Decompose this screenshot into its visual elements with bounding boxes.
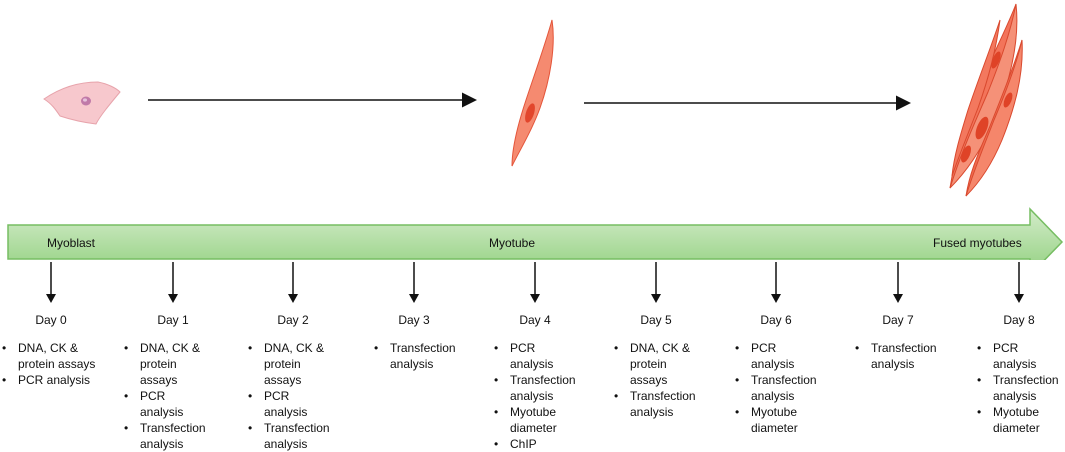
- timeline-diagram: Myoblast Myotube Fused myotubes Day 0 DNA…: [0, 0, 1065, 439]
- analysis-item-line: Transfection: [751, 373, 817, 387]
- fused-myotubes-icon: [949, 3, 1023, 197]
- day-label: Day 2: [277, 313, 309, 327]
- analysis-item-line: diameter: [751, 421, 798, 435]
- down-arrow-icon: [288, 262, 298, 303]
- analysis-item: Transfection analysis: [122, 420, 206, 452]
- analysis-item-line: PCR analysis: [264, 389, 308, 419]
- day-label: Day 1: [157, 313, 189, 327]
- analysis-item: Transfection analysis: [246, 420, 330, 452]
- day-label: Day 0: [35, 313, 67, 327]
- diagram-graphics: [7, 3, 1064, 260]
- day-label: Day 6: [760, 313, 792, 327]
- analysis-item: DNA, CK & protein assays: [0, 340, 95, 372]
- analysis-item-line: analysis: [510, 389, 554, 403]
- analysis-item: Transfection analysis: [372, 340, 456, 372]
- analysis-item-line: Myotube: [993, 405, 1040, 419]
- down-arrow-icon: [893, 262, 903, 303]
- stage-label-myoblast: Myoblast: [47, 236, 96, 250]
- analysis-item-line: diameter: [510, 421, 557, 435]
- analysis-item: DNA, CK & protein assays: [246, 340, 330, 388]
- analysis-list: DNA, CK &proteinassaysPCR analysisTransf…: [246, 340, 330, 452]
- day-label: Day 8: [1003, 313, 1035, 327]
- analysis-item: ChIP: [492, 436, 576, 452]
- analysis-item: PCR analysis: [975, 340, 1059, 372]
- day-label: Day 3: [398, 313, 430, 327]
- analysis-list: DNA, CK & protein assaysPCR analysis: [0, 340, 95, 388]
- analysis-item-line: DNA, CK &: [630, 341, 691, 355]
- stage-label-fused-myotubes: Fused myotubes: [933, 236, 1022, 250]
- down-arrow-icon: [46, 262, 56, 303]
- analysis-item: Myotube diameter: [492, 404, 576, 436]
- stage-label-myotube: Myotube: [489, 236, 536, 250]
- analysis-item: Myotube diameter: [975, 404, 1059, 436]
- analysis-item: Transfection analysis: [612, 388, 696, 420]
- analysis-item-line: Transfection: [140, 421, 206, 435]
- analysis-list: PCR analysisTransfection analysisMyotube d…: [733, 340, 817, 436]
- analysis-list: PCR analysisTransfection analysisMyotube d…: [975, 340, 1059, 436]
- day-label: Day 5: [640, 313, 672, 327]
- analysis-item: Transfection analysis: [733, 372, 817, 404]
- down-arrow-icon: [1014, 262, 1024, 303]
- analysis-item-line: analysis: [630, 405, 674, 419]
- analysis-item: Transfection analysis: [853, 340, 937, 372]
- analysis-item-line: Transfection: [993, 373, 1059, 387]
- analysis-item-line: analysis: [871, 357, 915, 371]
- myoblast-cell-icon: [43, 81, 121, 125]
- timeline-band: [7, 207, 1064, 260]
- myotube-icon: [511, 19, 554, 167]
- analysis-item-line: Transfection: [630, 389, 696, 403]
- analysis-item: DNA, CK & protein assays: [122, 340, 206, 388]
- analysis-item-line: protein: [264, 357, 301, 371]
- analysis-list: Transfection analysis: [853, 340, 937, 372]
- analysis-item-line: assays: [630, 373, 668, 387]
- analysis-item-line: Transfection: [510, 373, 576, 387]
- analysis-item-line: protein assays: [18, 357, 96, 371]
- analysis-item: PCR analysis: [122, 388, 206, 420]
- analysis-item-line: analysis: [993, 389, 1037, 403]
- down-arrow-icon: [409, 262, 419, 303]
- analysis-item-line: protein: [630, 357, 667, 371]
- analysis-item-line: Transfection: [390, 341, 456, 355]
- analysis-item-line: protein assays: [140, 357, 178, 387]
- analysis-item: PCR analysis: [492, 340, 576, 372]
- analysis-list: DNA, CK & protein assaysTransfection analys…: [612, 340, 696, 420]
- analysis-item-line: analysis: [264, 437, 308, 451]
- day-label: Day 7: [882, 313, 914, 327]
- analysis-item-line: ChIP: [510, 437, 537, 451]
- analysis-item-line: Myotube: [751, 405, 798, 419]
- analysis-list: DNA, CK &protein assaysPCR analysisTrans…: [122, 340, 206, 452]
- analysis-item: Transfection analysis: [975, 372, 1059, 404]
- analysis-item-line: PCR analysis: [751, 341, 795, 371]
- analysis-list: Transfection analysis: [372, 340, 456, 372]
- analysis-item: PCR analysis: [733, 340, 817, 372]
- analysis-item-line: Transfection: [871, 341, 937, 355]
- analysis-item-line: DNA, CK &: [18, 341, 79, 355]
- analysis-list: PCR analysisTransfection analysisMyotube d…: [492, 340, 576, 452]
- analysis-item-line: analysis: [390, 357, 434, 371]
- down-arrow-icon: [530, 262, 540, 303]
- analysis-item: Transfection analysis: [492, 372, 576, 404]
- analysis-item-line: PCR analysis: [18, 373, 91, 387]
- analysis-item: PCR analysis: [246, 388, 330, 420]
- analysis-item: PCR analysis: [0, 372, 95, 388]
- analysis-item-line: PCR analysis: [510, 341, 554, 371]
- analysis-item: Myotube diameter: [733, 404, 817, 436]
- analysis-item-line: PCR analysis: [993, 341, 1037, 371]
- analysis-item-line: DNA, CK &: [264, 341, 325, 355]
- analysis-item-line: DNA, CK &: [140, 341, 201, 355]
- day-label: Day 4: [519, 313, 551, 327]
- analysis-item-line: Transfection: [264, 421, 330, 435]
- analysis-item-line: analysis: [751, 389, 795, 403]
- analysis-item: DNA, CK & protein assays: [612, 340, 696, 388]
- analysis-item-line: assays: [264, 373, 302, 387]
- analysis-item-line: analysis: [140, 437, 184, 451]
- down-arrow-icon: [651, 262, 661, 303]
- analysis-item-line: PCR analysis: [140, 389, 184, 419]
- analysis-item-line: Myotube: [510, 405, 557, 419]
- down-arrow-icon: [771, 262, 781, 303]
- analysis-item-line: diameter: [993, 421, 1040, 435]
- down-arrow-icon: [168, 262, 178, 303]
